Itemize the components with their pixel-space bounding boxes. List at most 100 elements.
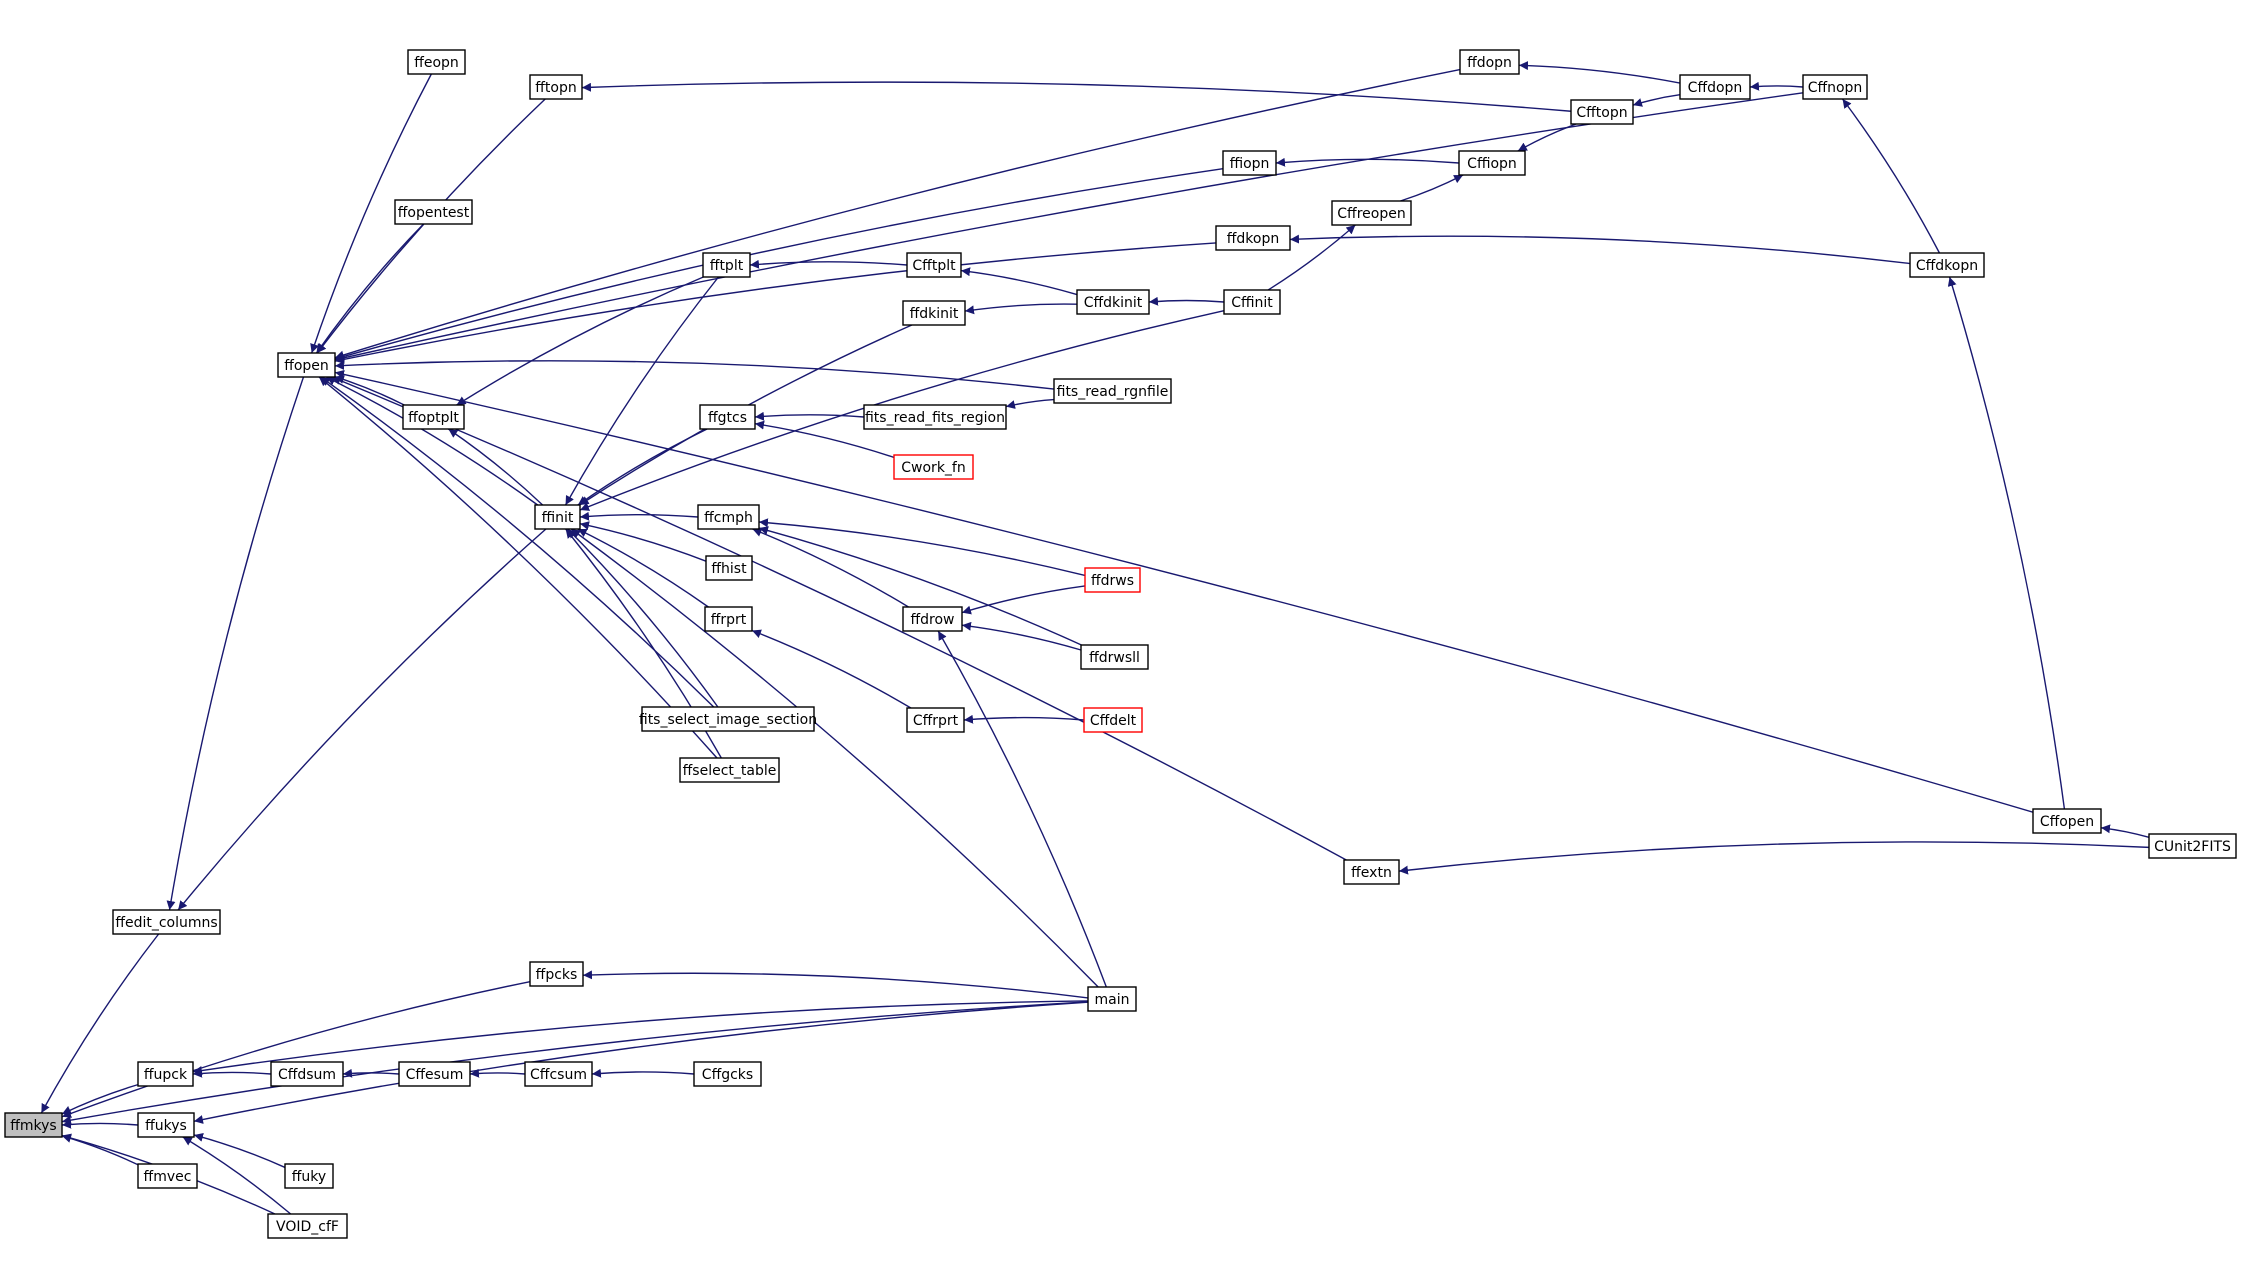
node-ffeopn[interactable]: ffeopn [407,49,466,75]
node-Cwork_fn[interactable]: Cwork_fn [893,454,974,480]
node-box [1080,644,1149,670]
node-Cffopen[interactable]: Cffopen [2032,808,2102,834]
node-box [112,909,221,935]
node-label: ffiopn [1230,156,1270,172]
node-Cffreopen[interactable]: Cffreopen [1331,200,1412,226]
node-ffukys[interactable]: ffukys [137,1112,195,1138]
node-label: ffselect_table [683,763,777,779]
node-box [1087,986,1137,1012]
node-ffmkys[interactable]: ffmkys [4,1112,63,1138]
node-ffinit[interactable]: ffinit [534,504,581,530]
node-Cffgcks[interactable]: Cffgcks [693,1061,762,1087]
node-box [398,1061,471,1087]
node-fits_select_image_section[interactable]: fits_select_image_section [639,706,817,732]
edge-ffpcks-to-ffmkys [61,980,531,1118]
node-ffrprt[interactable]: ffrprt [704,606,753,632]
node-ffdopn[interactable]: ffdopn [1459,49,1520,75]
node-box [277,352,336,378]
node-box [1570,99,1634,125]
node-label: ffextn [1351,865,1392,881]
node-ffopentest[interactable]: ffopentest [394,199,473,225]
edge-fits_select_image_section-to-ffopen [320,376,715,708]
node-Cffdkopn[interactable]: Cffdkopn [1909,252,1985,278]
node-ffdrws[interactable]: ffdrws [1084,567,1141,593]
node-fftplt[interactable]: fftplt [702,252,751,278]
edge-Cffcsum-to-Cffesum [469,1068,526,1078]
node-ffcmph[interactable]: ffcmph [697,504,760,530]
edge-layer [40,61,2150,1215]
node-Cffdkinit[interactable]: Cffdkinit [1076,289,1150,315]
node-box [2148,833,2237,859]
node-Cffcsum[interactable]: Cffcsum [524,1061,593,1087]
node-box [1343,859,1400,885]
node-label: ffupck [144,1067,188,1083]
node-main[interactable]: main [1087,986,1137,1012]
node-ffselect_table[interactable]: ffselect_table [679,757,780,783]
node-Cffiopn[interactable]: Cffiopn [1458,150,1526,176]
node-ffupck[interactable]: ffupck [137,1061,194,1087]
node-label: ffopentest [398,205,470,221]
node-VOID_cfF[interactable]: VOID_cfF [267,1213,348,1239]
node-Cffinit[interactable]: Cffinit [1223,289,1281,315]
node-box [697,504,760,530]
node-CUnit2FITS[interactable]: CUnit2FITS [2148,833,2237,859]
edge-ffdopn-to-ffopen [334,68,1461,360]
edge-ffinit-to-ffoptplt [447,428,544,506]
node-Cffdelt[interactable]: Cffdelt [1083,707,1143,733]
node-Cfftplt[interactable]: Cfftplt [906,252,962,278]
node-ffextn[interactable]: ffextn [1343,859,1400,885]
node-label: fits_read_fits_region [865,410,1005,426]
node-label: Cffiopn [1467,156,1517,172]
edge-Cffdkinit-to-ffdkinit [964,303,1078,315]
node-box [1084,567,1141,593]
edge-ffcmph-to-ffinit [579,511,699,521]
edge-Cffgcks-to-Cffcsum [591,1068,695,1078]
node-ffmvec[interactable]: ffmvec [137,1163,198,1189]
node-box [267,1213,348,1239]
node-label: ffedit_columns [115,915,217,931]
node-ffdrwsll[interactable]: ffdrwsll [1080,644,1149,670]
node-Cffdopn[interactable]: Cffdopn [1679,74,1751,100]
node-box [906,252,962,278]
edge-main-to-ffmkys [61,1001,1089,1125]
node-label: Cffesum [406,1067,464,1083]
node-label: ffinit [542,510,574,526]
node-ffiopn[interactable]: ffiopn [1222,150,1277,176]
edge-main-to-ffupck [192,1000,1089,1075]
edge-Cfftopn-to-fftopn [581,81,1572,112]
edge-Cffdopn-to-Cfftopn [1632,94,1681,107]
node-label: Cffreopen [1337,206,1405,222]
node-ffopen[interactable]: ffopen [277,352,336,378]
node-Cfftopn[interactable]: Cfftopn [1570,99,1634,125]
node-Cffdsum[interactable]: Cffdsum [270,1061,344,1087]
node-ffpcks[interactable]: ffpcks [529,961,584,987]
node-ffdkinit[interactable]: ffdkinit [902,300,966,326]
node-ffdkopn[interactable]: ffdkopn [1215,225,1291,251]
edge-fftopn-to-ffopen [316,98,546,354]
node-Cffnopn[interactable]: Cffnopn [1802,74,1868,100]
node-box [137,1163,198,1189]
edge-CUnit2FITS-to-ffextn [1398,841,2150,875]
node-fits_read_fits_region[interactable]: fits_read_fits_region [863,404,1007,430]
node-ffgtcs[interactable]: ffgtcs [699,404,756,430]
node-label: ffdopn [1467,55,1512,71]
node-box [2032,808,2102,834]
edge-main-to-ffinit [570,528,1099,988]
edge-Cffdelt-to-Cffrprt [963,714,1085,724]
edge-ffinit-to-ffedit_columns [177,528,547,911]
node-box [1223,289,1281,315]
node-ffuky[interactable]: ffuky [284,1163,334,1189]
node-ffoptplt[interactable]: ffoptplt [402,404,465,430]
node-fits_read_rgnfile[interactable]: fits_read_rgnfile [1053,378,1172,404]
node-ffedit_columns[interactable]: ffedit_columns [112,909,221,935]
edge-ffextn-to-ffopen [331,376,1347,861]
node-Cffrprt[interactable]: Cffrprt [906,707,965,733]
node-box [1802,74,1868,100]
edge-CUnit2FITS-to-Cffopen [2100,824,2150,839]
node-Cffesum[interactable]: Cffesum [398,1061,471,1087]
node-ffdrow[interactable]: ffdrow [902,606,963,632]
node-box [529,961,584,987]
node-ffhist[interactable]: ffhist [705,555,753,581]
node-fftopn[interactable]: fftopn [529,74,583,100]
